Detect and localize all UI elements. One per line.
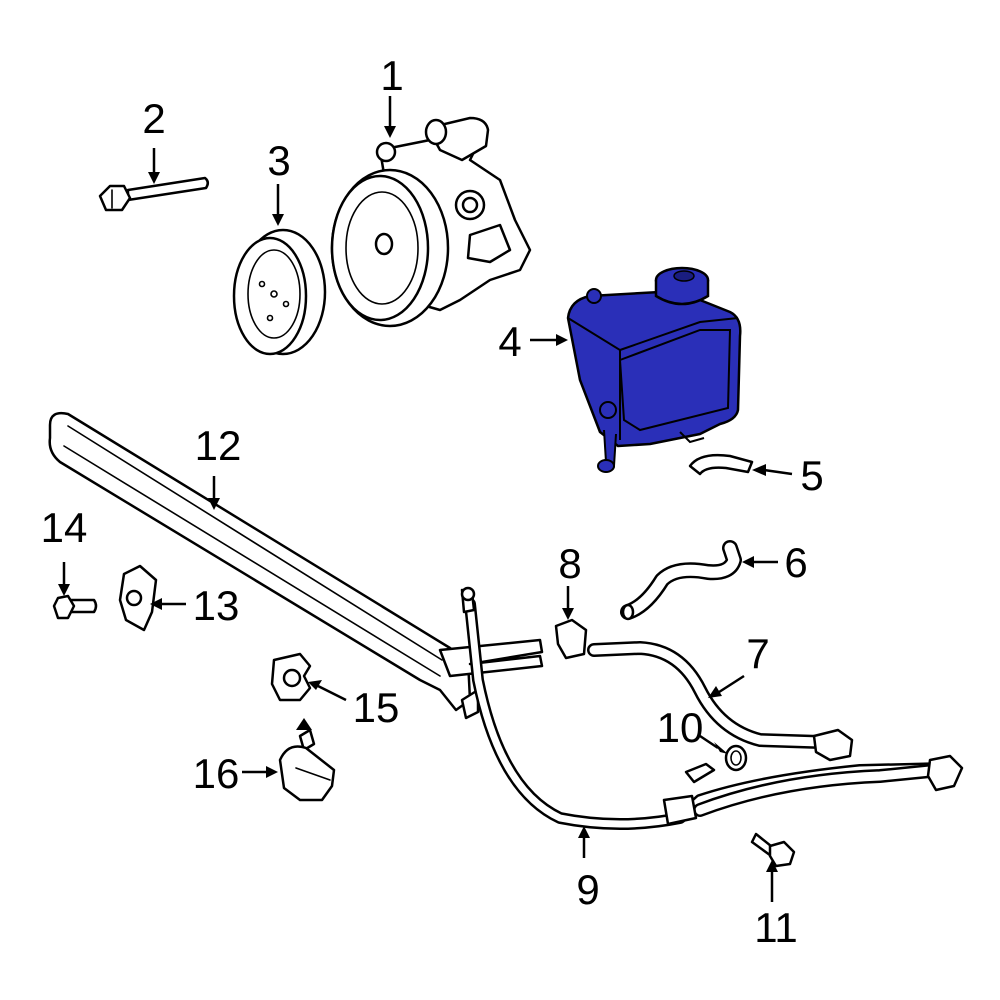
callout-arrows [58, 96, 793, 902]
part-12-cooler-tube[interactable] [48, 411, 544, 720]
part-2-bolt[interactable] [98, 176, 209, 212]
part-7-return-hose[interactable] [587, 640, 854, 762]
callout-11: 11 [754, 904, 798, 951]
callout-15: 15 [353, 684, 400, 731]
part-1-pump[interactable] [330, 116, 532, 328]
callout-3: 3 [267, 137, 290, 184]
callout-8: 8 [558, 540, 581, 587]
callout-2: 2 [142, 95, 165, 142]
part-3-pulley[interactable] [232, 228, 327, 356]
callout-labels: 1 2 3 4 5 6 7 8 9 10 11 12 13 14 15 16 [41, 52, 824, 951]
callout-4: 4 [498, 318, 521, 365]
callout-12: 12 [195, 422, 242, 469]
part-15-clamp[interactable] [270, 652, 312, 702]
callout-1: 1 [380, 52, 403, 99]
part-13-bracket[interactable] [118, 564, 158, 632]
callout-16: 16 [193, 750, 240, 797]
callout-6: 6 [784, 539, 807, 586]
part-9-pressure-hose[interactable] [460, 586, 964, 830]
part-11-bolt[interactable] [750, 832, 796, 868]
part-16-clamp[interactable] [278, 728, 336, 802]
callout-9: 9 [576, 866, 599, 913]
callout-10: 10 [657, 704, 704, 751]
part-8-fitting[interactable] [554, 618, 588, 660]
callout-7: 7 [746, 630, 769, 677]
callout-5: 5 [800, 452, 823, 499]
callout-13: 13 [193, 582, 240, 629]
callout-14: 14 [41, 504, 88, 551]
part-6-hose[interactable] [620, 540, 742, 621]
part-10-oring[interactable] [724, 744, 748, 772]
part-4-reservoir[interactable] [566, 266, 742, 473]
part-14-bolt[interactable] [52, 594, 98, 620]
part-5-clip[interactable] [688, 453, 754, 476]
